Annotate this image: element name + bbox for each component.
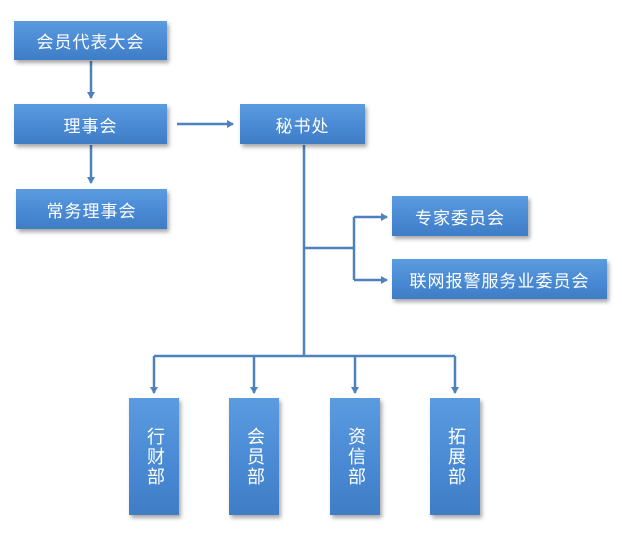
node-expert-committee: 专家委员会 — [392, 196, 528, 236]
node-credit: 资信部 — [330, 398, 380, 515]
node-membership: 会员部 — [229, 398, 279, 515]
node-secretariat: 秘书处 — [240, 104, 365, 144]
node-council: 理事会 — [14, 104, 167, 144]
node-standing-council: 常务理事会 — [16, 189, 167, 229]
node-alarm-committee: 联网报警服务业委员会 — [392, 259, 607, 299]
node-assembly: 会员代表大会 — [14, 21, 167, 60]
node-admin-finance: 行财部 — [129, 398, 179, 515]
node-expansion: 拓展部 — [430, 398, 480, 515]
